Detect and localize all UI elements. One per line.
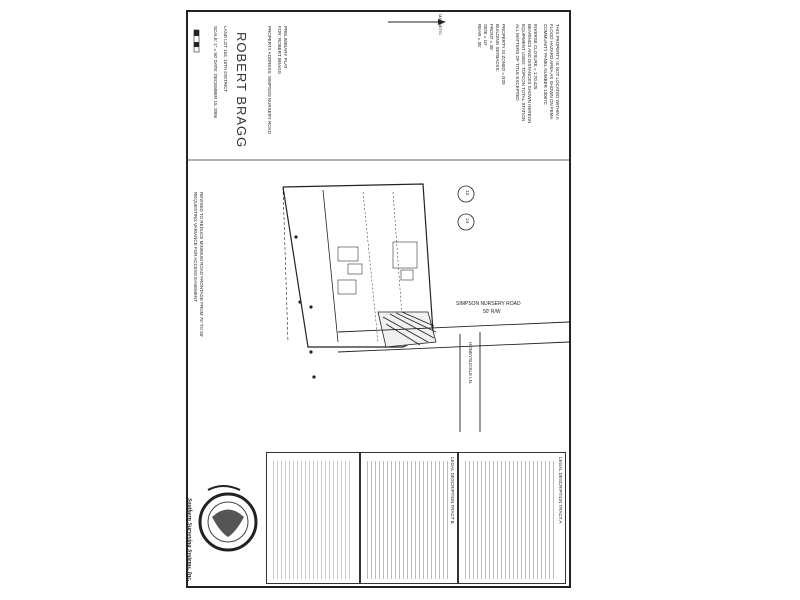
scale-bar-icon [193, 29, 200, 53]
title-line-1: PRELIMINARY PLAT [283, 26, 288, 69]
zoning-line-1: PROPERTY IS ZONED = R20 [501, 24, 506, 85]
legal-description-box-b: LEGAL DESCRIPTION TRACT B [360, 452, 458, 584]
legal-text-lines-a [465, 461, 555, 579]
legal-heading-a: LEGAL DESCRIPTION TRACT A [558, 457, 563, 524]
zoning-line-2: BUILDING SETBACKS: [495, 24, 500, 72]
notes-box [266, 452, 360, 584]
corner-pin-icon [294, 235, 316, 379]
company-name: Southern Surveying Systems, Inc. [186, 498, 192, 582]
road-row-label: 50' R/W [483, 309, 501, 315]
equipment-note: EQUIPMENT USED: TOPCON TOTAL STATION [521, 24, 526, 122]
title-line-4: LAND LOT 153, 16TH DISTRICT [223, 26, 228, 93]
easement-hatch [377, 311, 437, 348]
simpson-nursery-road [337, 321, 569, 432]
flood-note-1: THIS PROPERTY IS NOT LOCATED WITHIN A [555, 24, 560, 120]
title-line-2: FOR: ROBERT BRAGG [277, 26, 282, 75]
lot-marker-icon [457, 185, 475, 231]
survey-sheet: MAGNETIC THIS PROPERTY IS NOT LOCATED WI… [186, 10, 571, 588]
surveyor-seal-icon [198, 485, 258, 552]
title-note: ALL MATTERS OF TITLE EXCEPTED [515, 24, 520, 101]
legal-heading-b: LEGAL DESCRIPTION TRACT B [450, 457, 455, 524]
zoning-line-5: REAR = 35' [477, 24, 482, 48]
lot-number-b: 14 [465, 218, 470, 224]
zoning-line-4: SIDE = 10' [483, 24, 488, 46]
revision-note-2: REQUESTING VARIANCE FOR ACCESS EASEMENT [193, 192, 198, 302]
flood-note-2: FLOOD HAZARD AREA AS SHOWN ON FEMA [549, 24, 554, 120]
title-line-3: PROPERTY ADDRESS: SIMPSON NURSERY ROAD [267, 26, 272, 134]
plat-drawing [188, 19, 569, 552]
notes-text-lines [273, 461, 353, 579]
zoning-line-3: FRONT = 35' [489, 24, 494, 51]
street-label: HONEYSUCKLE LN. [468, 342, 473, 385]
legal-text-lines-b [367, 461, 449, 579]
building-footprints [337, 241, 418, 295]
title-line-5: SCALE: 1" = 50' DATE: DECEMBER 15, 2006 [213, 26, 218, 119]
road-label: SIMPSON NURSERY ROAD [456, 301, 521, 307]
bearings-note: BEARINGS AND DISTANCES SHOWN HEREON [527, 24, 532, 124]
closure-note: INVERSE CLOSURE = 1:70,425 [533, 24, 538, 90]
legal-description-box-a: LEGAL DESCRIPTION TRACT A [458, 452, 566, 584]
lot-number-a: 13 [465, 190, 470, 196]
flood-note-3: COMMUNITY PANEL NUMBER 13067C [543, 24, 548, 105]
owner-name: ROBERT BRAGG [234, 32, 249, 149]
revision-note-1: REVISED TO REDUCE MINIMUM ROAD FRONTAGE … [199, 192, 204, 338]
magnetic-label: MAGNETIC [438, 14, 443, 36]
north-arrow-icon [388, 19, 446, 25]
